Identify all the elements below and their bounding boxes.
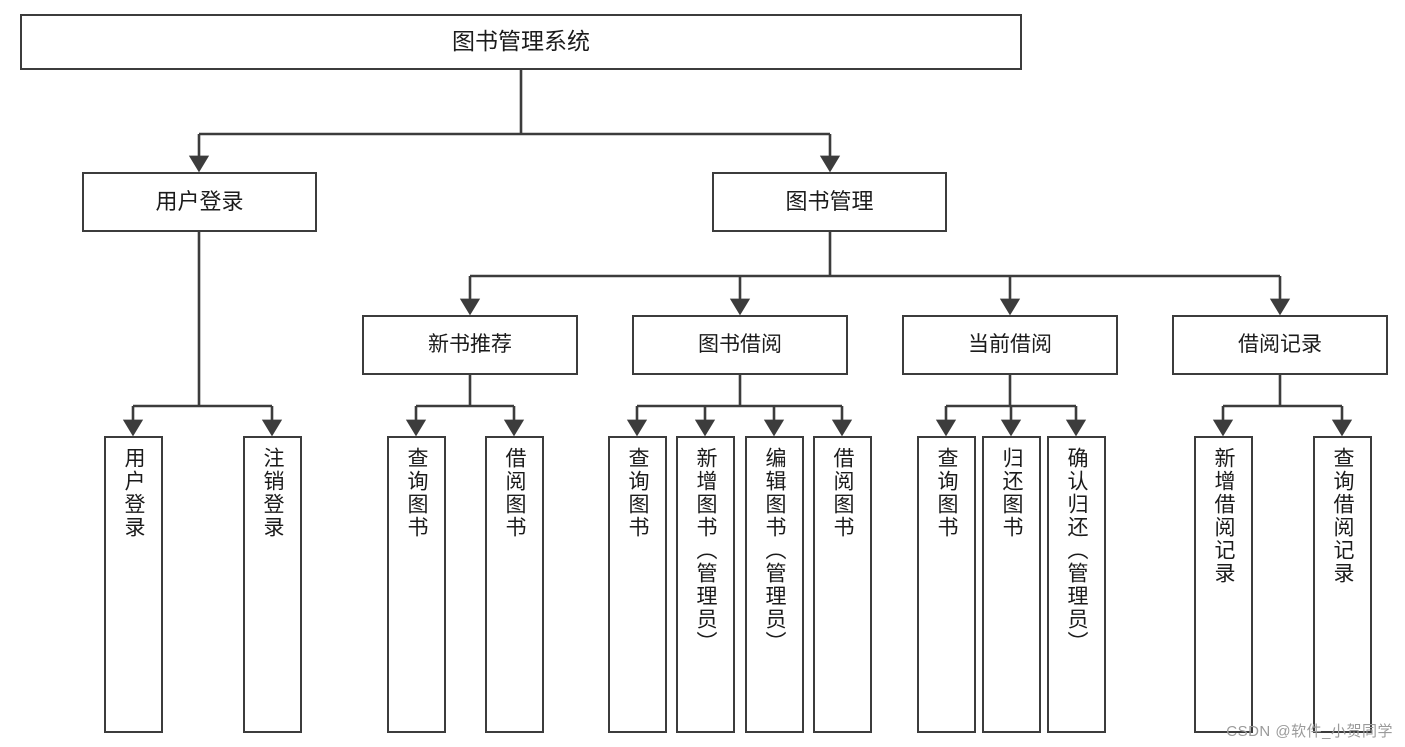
node-leaf-query-borrow-record[interactable]: 查询借阅记录 <box>1313 436 1372 733</box>
node-label: 当前借阅 <box>968 333 1052 357</box>
node-leaf-add-borrow-record[interactable]: 新增借阅记录 <box>1194 436 1253 733</box>
node-book-management-system[interactable]: 图书管理系统 <box>20 14 1022 70</box>
node-new-book-recommend[interactable]: 新书推荐 <box>362 315 578 375</box>
node-leaf-edit-book[interactable]: 编辑图书（管理员） <box>745 436 804 733</box>
node-leaf-add-book[interactable]: 新增图书（管理员） <box>676 436 735 733</box>
node-leaf-user-login[interactable]: 用户登录 <box>104 436 163 733</box>
node-leaf-borrow-book-1[interactable]: 借阅图书 <box>485 436 544 733</box>
node-label: 归还图书 <box>1000 447 1023 539</box>
node-label: 图书管理系统 <box>452 28 590 55</box>
node-leaf-return-book[interactable]: 归还图书 <box>982 436 1041 733</box>
node-label: 查询图书 <box>405 447 428 539</box>
node-label: 编辑图书（管理员） <box>763 447 786 654</box>
node-user-login[interactable]: 用户登录 <box>82 172 317 232</box>
node-label: 新书推荐 <box>428 333 512 357</box>
node-leaf-query-book-3[interactable]: 查询图书 <box>917 436 976 733</box>
node-label: 新增借阅记录 <box>1212 447 1235 585</box>
node-label: 用户登录 <box>122 447 145 539</box>
csdn-watermark: CSDN @软件_小贺同学 <box>1226 723 1393 740</box>
node-label: 用户登录 <box>155 188 244 214</box>
node-label: 注销登录 <box>261 447 284 539</box>
node-book-manage[interactable]: 图书管理 <box>712 172 947 232</box>
node-label: 借阅记录 <box>1238 333 1322 357</box>
node-label: 借阅图书 <box>831 447 854 539</box>
node-label: 查询图书 <box>935 447 958 539</box>
node-label: 查询借阅记录 <box>1331 447 1354 585</box>
node-leaf-query-book-1[interactable]: 查询图书 <box>387 436 446 733</box>
node-label: 查询图书 <box>626 447 649 539</box>
node-label: 图书借阅 <box>698 333 782 357</box>
node-leaf-query-book-2[interactable]: 查询图书 <box>608 436 667 733</box>
node-label: 新增图书（管理员） <box>694 447 717 654</box>
node-leaf-borrow-book-2[interactable]: 借阅图书 <box>813 436 872 733</box>
node-borrow-record[interactable]: 借阅记录 <box>1172 315 1388 375</box>
node-leaf-logout-login[interactable]: 注销登录 <box>243 436 302 733</box>
node-current-borrow[interactable]: 当前借阅 <box>902 315 1118 375</box>
node-book-borrow[interactable]: 图书借阅 <box>632 315 848 375</box>
node-label: 图书管理 <box>785 188 874 214</box>
node-label: 借阅图书 <box>503 447 526 539</box>
node-label: 确认归还（管理员） <box>1065 447 1088 654</box>
node-leaf-confirm-return[interactable]: 确认归还（管理员） <box>1047 436 1106 733</box>
